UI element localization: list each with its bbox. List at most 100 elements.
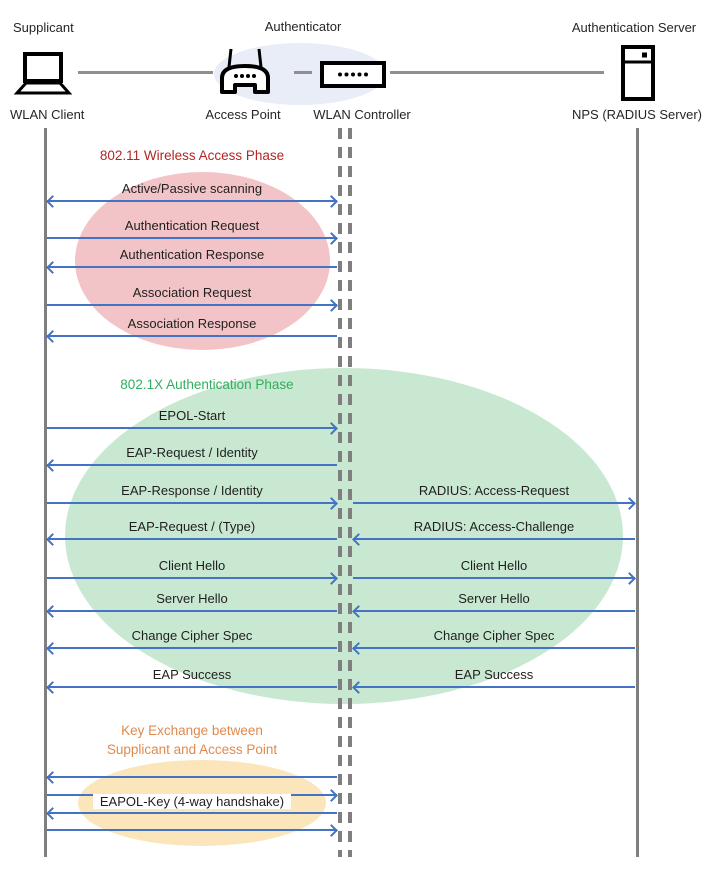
message-association-request: Association Request [47,282,338,312]
phase1-title: 802.11 Wireless Access Phase [99,148,285,163]
arrow-left-icon [46,641,337,655]
phase3-title-line2: Supplicant and Access Point [106,742,278,757]
arrow-right-icon [353,496,636,510]
arrow-right-icon [47,421,338,435]
message-server-hello-right: Server Hello [352,588,635,618]
message-label: Change Cipher Spec [131,628,253,643]
arrow-both-icon [46,194,338,208]
message-label: Authentication Request [124,218,260,233]
message-label: RADIUS: Access-Request [418,483,570,498]
arrowhead-left [46,194,59,208]
message-epol-start: EPOL-Start [47,405,338,435]
lifeline-nps-server [636,128,639,857]
arrow-right-icon [47,571,338,585]
arrowhead-right [325,823,338,837]
message-label: Server Hello [458,591,530,606]
lifeline-wlan-controller-right [348,128,352,857]
message-client-hello-right: Client Hello [353,555,636,585]
device-wlan-controller: WLAN Controller [313,107,411,122]
arrowhead-left [46,641,59,655]
arrow-right-icon [47,298,338,312]
message-authentication-request: Authentication Request [47,215,338,245]
device-wlan-client: WLAN Client [10,107,85,122]
key-exchange-label-text: EAPOL-Key (4-way handshake) [92,794,292,809]
message-label: Association Request [132,285,252,300]
arrowhead-right [623,571,636,585]
message-eap-success-left: EAP Success [46,664,337,694]
arrowhead-left [46,329,59,343]
message-radius-access-request: RADIUS: Access-Request [353,480,636,510]
connector-client-to-ap [78,71,213,74]
message-label: Client Hello [460,558,528,573]
arrow-left-icon [352,680,635,694]
phase3-title-line1: Key Exchange between [121,723,263,738]
arrow-left-icon [352,604,635,618]
arrow-right-icon [353,571,636,585]
arrow-left-icon [46,604,337,618]
message-eap-success-right: EAP Success [352,664,635,694]
message-authentication-response: Authentication Response [46,244,337,274]
arrow-left-icon [46,532,337,546]
arrow-left-icon [46,806,337,820]
message-client-hello-left: Client Hello [47,555,338,585]
arrowhead-left [46,680,59,694]
wlan-controller-icon [320,61,386,93]
message-label: EAP-Request / (Type) [128,519,256,534]
message-change-cipher-spec-left: Change Cipher Spec [46,625,337,655]
role-authentication-server: Authentication Server [571,20,697,35]
message-label: Active/Passive scanning [121,181,263,196]
arrowhead-left [46,260,59,274]
arrow-left-icon [46,680,337,694]
message-active-passive-scanning: Active/Passive scanning [46,178,338,208]
arrowhead-right [325,298,338,312]
phase3-title: Key Exchange between Supplicant and Acce… [47,721,337,759]
key-exchange-label: EAPOL-Key (4-way handshake) [47,794,337,809]
arrow-left-icon [46,458,337,472]
message-label: Server Hello [156,591,228,606]
device-nps-radius-server: NPS (RADIUS Server) [571,107,703,122]
arrowhead-left [46,532,59,546]
message-association-response: Association Response [46,313,337,343]
device-access-point: Access Point [205,107,281,122]
message-server-hello-left: Server Hello [46,588,337,618]
arrow-right-icon [47,231,338,245]
server-icon [621,45,655,106]
arrow-right-icon [47,823,338,837]
message-label: EAP Success [152,667,232,682]
arrow-right-icon [47,496,338,510]
message-label: Change Cipher Spec [433,628,555,643]
arrowhead-right [623,496,636,510]
message-label: Authentication Response [119,247,265,262]
arrowhead-left [46,604,59,618]
message-label: Client Hello [158,558,226,573]
arrowhead-right [325,194,338,208]
message-label: EAP-Response / Identity [121,483,263,498]
key-exchange-arrow-4 [47,807,338,837]
role-supplicant: Supplicant [13,20,74,35]
message-change-cipher-spec-right: Change Cipher Spec [352,625,635,655]
arrow-left-icon [352,641,635,655]
message-eap-request-type: EAP-Request / (Type) [46,516,337,546]
laptop-icon [13,52,73,102]
key-exchange-arrow-1 [46,754,337,784]
key-exchange-arrow-3 [46,790,337,820]
connector-ap-to-controller [294,71,312,74]
access-point-icon [217,46,273,106]
arrowhead-left [46,458,59,472]
role-authenticator: Authenticator [264,19,342,34]
phase2-title: 802.1X Authentication Phase [120,377,294,392]
message-eap-response-identity: EAP-Response / Identity [47,480,338,510]
message-label: EAP-Request / Identity [126,445,258,460]
message-label: EPOL-Start [158,408,226,423]
arrow-left-icon [46,260,337,274]
message-label: Association Response [127,316,257,331]
message-radius-access-challenge: RADIUS: Access-Challenge [352,516,635,546]
lifeline-wlan-client [44,128,47,857]
connector-controller-to-server [390,71,604,74]
message-label: EAP Success [454,667,534,682]
arrow-left-icon [46,770,337,784]
message-eap-request-identity: EAP-Request / Identity [46,442,337,472]
arrow-left-icon [352,532,635,546]
arrow-left-icon [46,329,337,343]
